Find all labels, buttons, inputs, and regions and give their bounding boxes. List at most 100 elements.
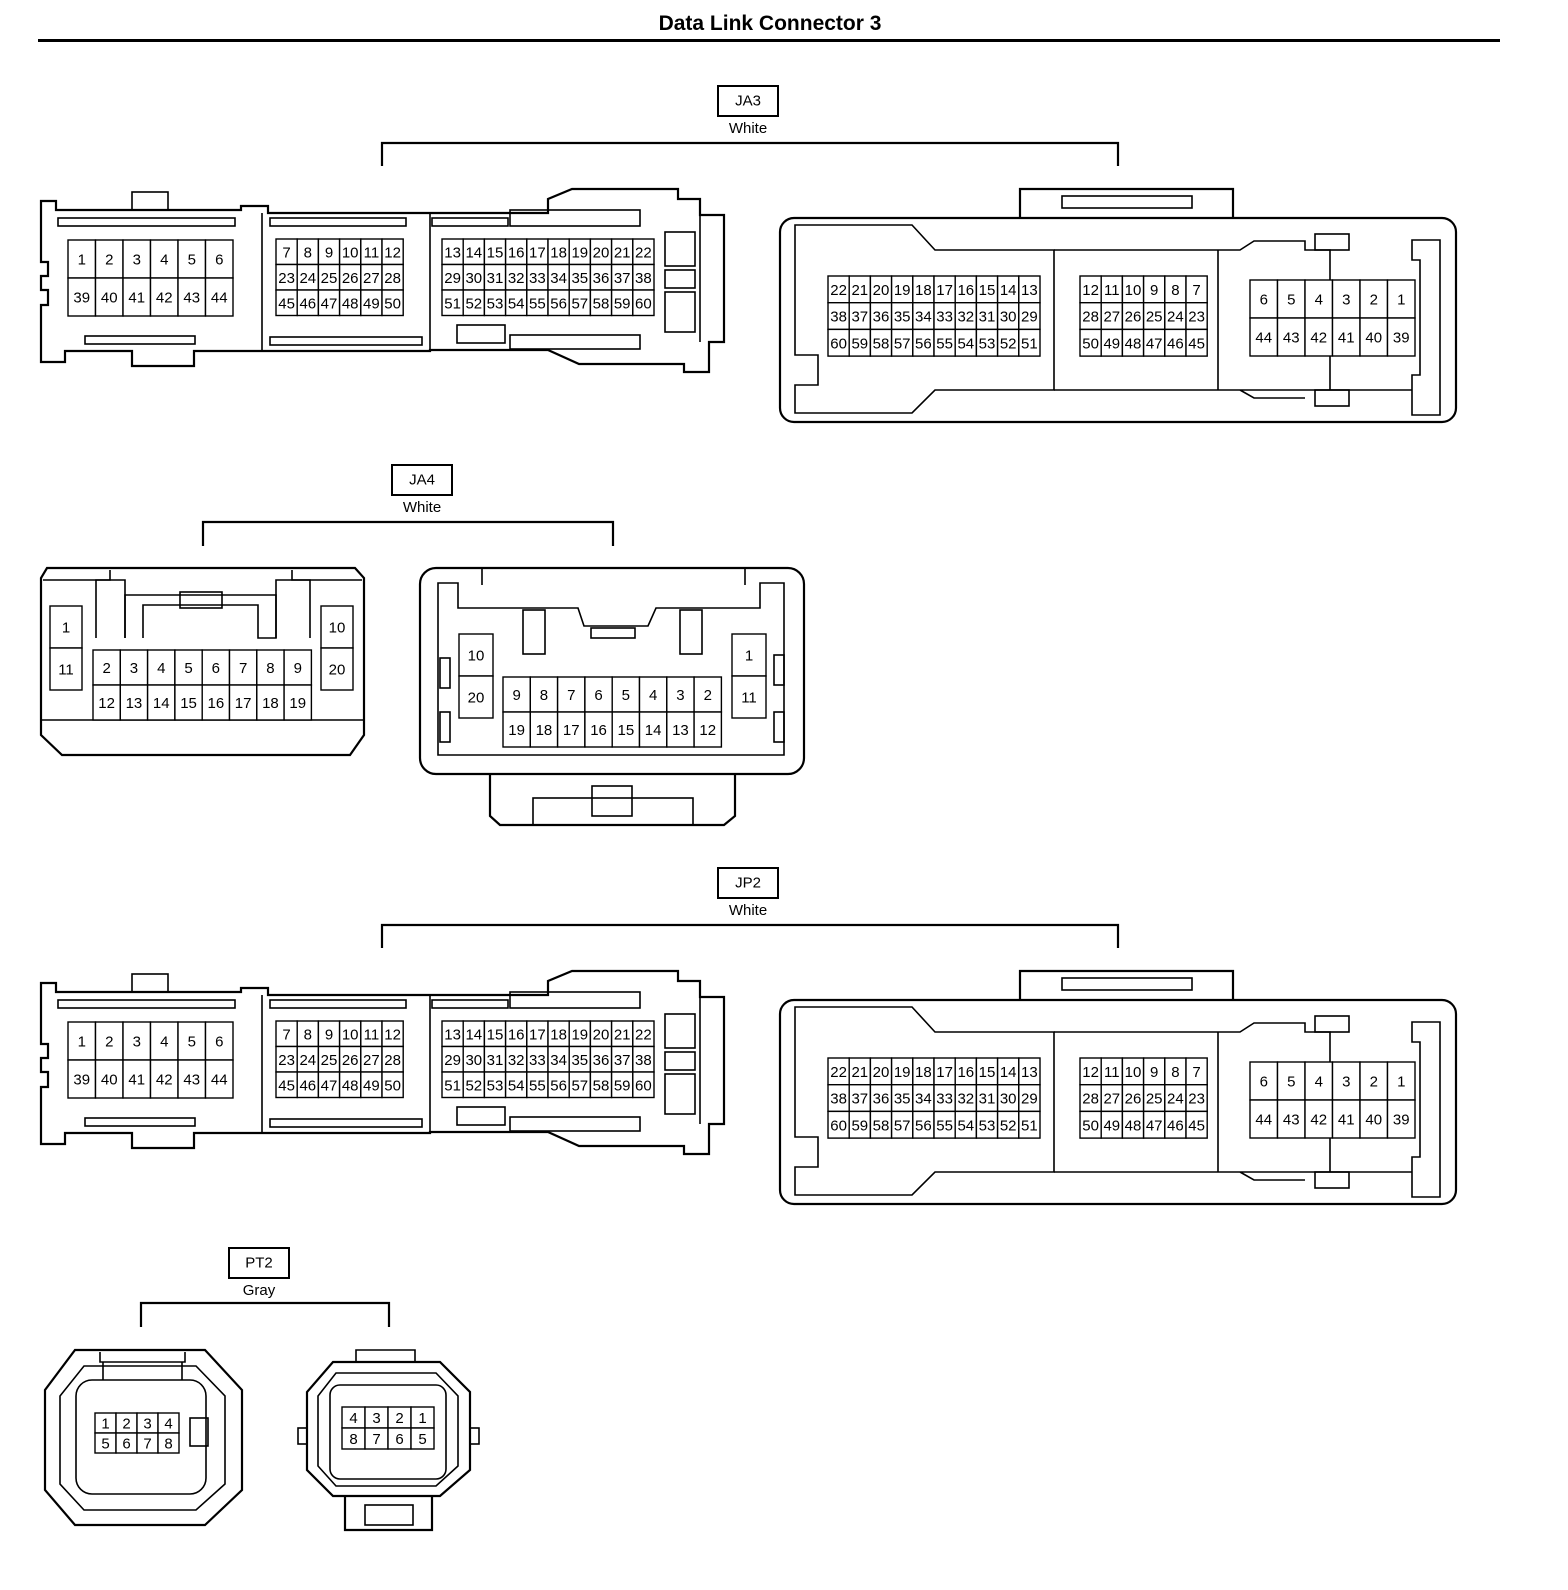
pin-number: 29 [1021,309,1038,326]
pin-number: 40 [101,290,118,307]
pin-number: 22 [830,282,847,299]
pin-cell [201,684,231,721]
connector-ja4: JA4 White [201,464,615,546]
pin-number: 34 [550,270,567,287]
pin-number: 44 [1255,330,1272,347]
pin-number: 54 [508,295,525,312]
pin-number: 59 [851,1117,868,1134]
bottom-lock [343,1496,434,1532]
pin-number: 52 [465,1077,482,1094]
pin-cell [693,711,723,748]
side-lug [439,711,451,743]
pin-number: 49 [363,1077,380,1094]
pin-number: 24 [299,270,316,287]
pin-number: 5 [184,660,192,677]
pin-number: 15 [180,695,197,712]
pin-number: 9 [325,1026,333,1043]
pin-number: 46 [1167,335,1184,352]
pin-number: 6 [1260,292,1268,309]
pin-number: 21 [614,244,631,261]
pin-cell [204,1021,234,1061]
pin-number: 1 [1397,1074,1405,1091]
pin-number: 51 [1021,335,1038,352]
pin-cell [204,277,234,317]
pin-cell [1276,1061,1306,1101]
pin-number: 18 [550,244,567,261]
pin-number: 55 [529,295,546,312]
pin-number: 5 [1287,292,1295,309]
pin-number: 13 [672,722,689,739]
pin-number: 17 [563,722,580,739]
pin-number: 17 [529,244,546,261]
pin-number: 14 [1000,1064,1017,1081]
pin-number: 60 [830,335,847,352]
pin-cell [693,676,723,713]
pin-number: 2 [704,687,712,704]
bottom-tab [1314,1171,1350,1189]
pin-number: 29 [444,1052,461,1069]
pin-cell [1276,1099,1306,1139]
pin-number: 16 [957,1064,974,1081]
pin-number: 56 [550,295,567,312]
pin-number: 20 [329,662,346,679]
pin-cell [632,1071,655,1099]
pin-cell [458,633,494,677]
pin-number: 42 [156,290,173,307]
pin-number: 31 [979,1091,996,1108]
pin-cell [1386,1061,1416,1101]
ja3-code: JA3 [735,93,761,110]
pin-number: 3 [130,660,138,677]
pin-number: 7 [282,244,290,261]
pin-number: 8 [304,1026,312,1043]
pin-number: 39 [73,290,90,307]
pin-number: 44 [1255,1112,1272,1129]
jp2-code: JP2 [735,875,761,892]
pin-number: 3 [1342,292,1350,309]
pin-number: 7 [239,660,247,677]
pin-number: 37 [851,1091,868,1108]
pin-number: 14 [645,722,662,739]
pin-cell [94,1059,124,1099]
pin-number: 23 [1188,309,1205,326]
pin-number: 2 [1370,292,1378,309]
pin-number: 14 [1000,282,1017,299]
pin-number: 8 [349,1431,357,1448]
divider [1054,250,1412,399]
pin-number: 44 [211,290,228,307]
pin-number: 44 [211,1072,228,1089]
pin-number: 12 [1082,1064,1099,1081]
pin-cell [1304,1099,1334,1139]
pin-cell [228,684,258,721]
pin-number: 50 [1082,1117,1099,1134]
pin-number: 54 [957,335,974,352]
pin-number: 4 [349,1410,357,1427]
pin-number: 4 [157,660,165,677]
pin-number: 1 [101,1416,109,1433]
pin-number: 7 [282,1026,290,1043]
side-window [664,1013,696,1049]
pin-number: 7 [143,1436,151,1453]
lock-base [532,797,694,826]
top-lock [1018,969,1235,1000]
pin-number: 27 [363,270,380,287]
pin-number: 33 [936,309,953,326]
pin-number: 28 [384,270,401,287]
notch [481,568,746,585]
pin-number: 55 [936,335,953,352]
divider [261,995,431,1132]
ja4-color: White [403,499,441,516]
pin-number: 2 [122,1416,130,1433]
pin-cell [529,711,559,748]
pin-cell [666,676,695,713]
pin-number: 35 [571,1052,588,1069]
pin-cell [666,711,695,748]
pin-number: 3 [143,1416,151,1433]
pin-number: 11 [58,662,74,679]
pin-number: 41 [1338,1112,1355,1129]
bottom-lock [488,774,737,827]
pin-number: 2 [105,1034,113,1051]
top-lock [1018,187,1235,218]
